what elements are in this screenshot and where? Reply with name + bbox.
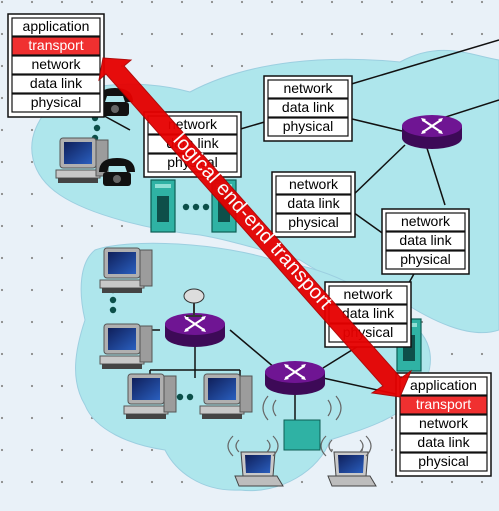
stack-layer-label: physical <box>418 453 469 469</box>
stack-layer-physical <box>267 117 349 137</box>
stack-layer-label: application <box>23 18 90 34</box>
stack-layer-label: data link <box>417 434 470 450</box>
stack-layer-label: transport <box>416 396 471 412</box>
stack-layer-label: network <box>168 116 218 132</box>
stack-layer-network <box>399 414 488 434</box>
computer-icon <box>99 247 153 294</box>
stack-layer-physical <box>385 250 466 270</box>
stack-layer-data-link <box>11 74 101 94</box>
stack-layer-label: application <box>410 377 477 393</box>
stack-layer-physical <box>399 452 488 472</box>
stack-layer-data-link <box>385 231 466 251</box>
stack-layer-label: network <box>419 415 469 431</box>
stack-layer-label: transport <box>28 37 83 53</box>
satellite-dish-icon <box>183 288 205 317</box>
stack-layer-label: network <box>31 56 81 72</box>
protocol-stack-center: network data link physical <box>271 171 356 238</box>
stack-layer-transport <box>399 395 488 415</box>
protocol-stack-top-left: application transport network data link phys… <box>7 13 105 118</box>
router-icon <box>163 311 227 349</box>
protocol-stack-top-middle: network data link physical <box>263 75 353 142</box>
stack-layer-physical <box>275 213 352 233</box>
stack-layer-label: data link <box>342 305 395 321</box>
protocol-stack-bottom-right: application transport network data link phys… <box>395 372 492 477</box>
stack-layer-network <box>267 79 349 99</box>
stack-layer-label: network <box>343 286 393 302</box>
stack-layer-label: network <box>289 176 339 192</box>
computer-icon <box>199 373 253 420</box>
phone-icon <box>99 158 135 186</box>
wireless-access-point-icon <box>262 395 342 451</box>
stack-layer-data-link <box>267 98 349 118</box>
stack-layer-transport <box>11 36 101 56</box>
protocol-stack-right: network data link physical <box>381 208 470 275</box>
stack-layer-label: physical <box>288 214 339 230</box>
stack-layer-label: data link <box>399 232 452 248</box>
stack-layer-data-link <box>399 433 488 453</box>
stack-layer-network <box>328 285 408 305</box>
stack-layer-data-link <box>275 194 352 214</box>
stack-layer-label: physical <box>283 118 334 134</box>
stack-layer-label: physical <box>31 94 82 110</box>
stack-layer-label: data link <box>282 99 335 115</box>
stack-layer-label: physical <box>400 251 451 267</box>
stack-layer-application <box>11 17 101 37</box>
stack-layer-label: network <box>401 213 451 229</box>
stack-layer-label: network <box>283 80 333 96</box>
stack-layer-network <box>275 175 352 195</box>
stack-layer-network <box>11 55 101 75</box>
router-icon <box>263 359 327 397</box>
computer-icon <box>99 323 153 370</box>
stack-layer-network <box>385 212 466 232</box>
router-icon <box>400 113 464 151</box>
stack-layer-physical <box>11 93 101 113</box>
computer-icon <box>123 373 177 420</box>
stack-layer-label: data link <box>30 75 83 91</box>
server-icon <box>150 179 176 233</box>
stack-layer-label: data link <box>287 195 340 211</box>
computer-icon <box>55 137 109 184</box>
